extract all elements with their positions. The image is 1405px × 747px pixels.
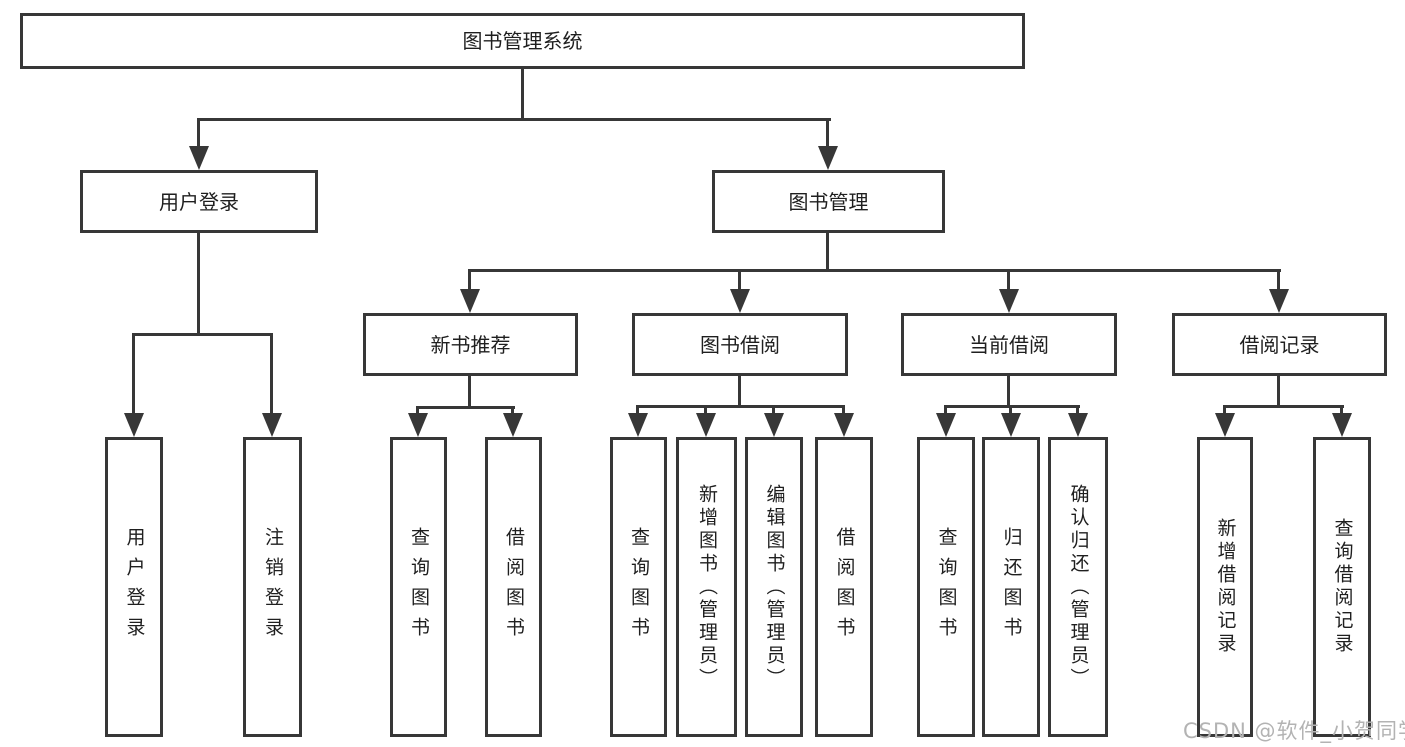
connector-line xyxy=(197,120,200,147)
arrow-down-icon xyxy=(503,413,523,437)
connector-line xyxy=(636,405,845,408)
connector-line xyxy=(842,407,845,414)
connector-line xyxy=(1076,407,1079,414)
connector-line xyxy=(521,69,524,120)
arrow-down-icon xyxy=(460,289,480,313)
connector-line xyxy=(132,333,273,336)
arrow-down-icon xyxy=(1332,413,1352,437)
connector-line xyxy=(1277,376,1280,407)
connector-line xyxy=(944,405,1080,408)
leaf-query-books-recommend: 查询图书 xyxy=(390,437,447,737)
leaf-borrow-books-recommend: 借阅图书 xyxy=(485,437,542,737)
connector-line xyxy=(1277,271,1280,290)
arrow-down-icon xyxy=(189,146,209,170)
connector-line xyxy=(1009,407,1012,414)
arrow-down-icon xyxy=(818,146,838,170)
connector-line xyxy=(511,408,514,414)
connector-line xyxy=(197,233,200,335)
arrow-down-icon xyxy=(1001,413,1021,437)
arrow-down-icon xyxy=(696,413,716,437)
csdn-watermark: CSDN @软件_小贺同学 xyxy=(1183,719,1405,743)
connector-line xyxy=(636,407,639,414)
connector-line xyxy=(1007,376,1010,407)
connector-line xyxy=(738,376,741,407)
connector-line xyxy=(416,406,515,409)
connector-line xyxy=(772,407,775,414)
arrow-down-icon xyxy=(1215,413,1235,437)
leaf-add-book-admin: 新增图书（管理员） xyxy=(676,437,737,737)
connector-line xyxy=(197,118,831,121)
arrow-down-icon xyxy=(834,413,854,437)
leaf-query-borrow-record: 查询借阅记录 xyxy=(1313,437,1371,737)
node-book-management: 图书管理 xyxy=(712,170,945,233)
connector-line xyxy=(1007,271,1010,290)
arrow-down-icon xyxy=(764,413,784,437)
connector-line xyxy=(270,335,273,413)
arrow-down-icon xyxy=(730,289,750,313)
leaf-return-book: 归还图书 xyxy=(982,437,1040,737)
node-book-borrowing: 图书借阅 xyxy=(632,313,848,376)
arrow-down-icon xyxy=(999,289,1019,313)
node-new-book-recommend: 新书推荐 xyxy=(363,313,578,376)
arrow-down-icon xyxy=(628,413,648,437)
arrow-down-icon xyxy=(124,413,144,437)
arrow-down-icon xyxy=(1269,289,1289,313)
leaf-edit-book-admin: 编辑图书（管理员） xyxy=(745,437,803,737)
node-root-library-system: 图书管理系统 xyxy=(20,13,1025,69)
connector-line xyxy=(468,271,471,290)
connector-line xyxy=(132,335,135,413)
leaf-user-login: 用户登录 xyxy=(105,437,163,737)
leaf-query-books-borrowing: 查询图书 xyxy=(610,437,667,737)
node-user-login: 用户登录 xyxy=(80,170,318,233)
connector-line xyxy=(826,120,829,147)
node-current-borrowing: 当前借阅 xyxy=(901,313,1117,376)
connector-line xyxy=(1223,407,1226,414)
leaf-borrow-books-borrowing: 借阅图书 xyxy=(815,437,873,737)
connector-line xyxy=(826,233,829,271)
arrow-down-icon xyxy=(936,413,956,437)
connector-line xyxy=(704,407,707,414)
connector-line xyxy=(944,407,947,414)
arrow-down-icon xyxy=(1068,413,1088,437)
leaf-confirm-return-admin: 确认归还（管理员） xyxy=(1048,437,1108,737)
connector-line xyxy=(1223,405,1344,408)
node-borrowing-records: 借阅记录 xyxy=(1172,313,1387,376)
arrow-down-icon xyxy=(408,413,428,437)
leaf-query-books-current: 查询图书 xyxy=(917,437,975,737)
leaf-logout: 注销登录 xyxy=(243,437,302,737)
connector-line xyxy=(1340,407,1343,414)
connector-line xyxy=(468,269,1281,272)
connector-line xyxy=(416,408,419,414)
leaf-add-borrow-record: 新增借阅记录 xyxy=(1197,437,1253,737)
connector-line xyxy=(738,271,741,290)
arrow-down-icon xyxy=(262,413,282,437)
connector-line xyxy=(468,376,471,408)
